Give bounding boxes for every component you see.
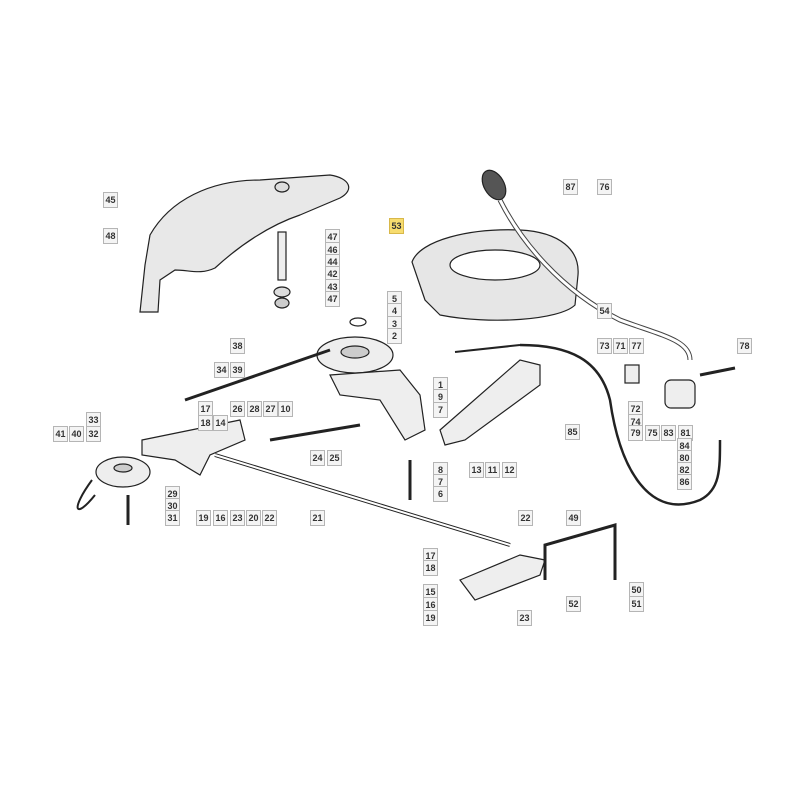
lower-bracket: [459, 554, 546, 601]
part-label-47: 47: [325, 229, 340, 245]
part-label-28: 28: [247, 401, 262, 417]
part-label-50: 50: [629, 582, 644, 598]
part-label-85: 85: [565, 424, 580, 440]
part-label-18: 18: [423, 560, 438, 576]
belt-guide: [76, 479, 96, 510]
part-label-26: 26: [230, 401, 245, 417]
part-label-27: 27: [263, 401, 278, 417]
part-label-13: 13: [469, 462, 484, 478]
part-label-86: 86: [677, 474, 692, 490]
belt-line: [184, 348, 331, 402]
part-label-41: 41: [53, 426, 68, 442]
bolt-stack: [273, 181, 291, 309]
tension-plate: [141, 419, 246, 476]
main-pulley-hub: [340, 345, 370, 359]
part-label-78: 78: [737, 338, 752, 354]
part-label-22: 22: [518, 510, 533, 526]
pulley-cover-top: [449, 249, 541, 281]
part-label-14: 14: [213, 415, 228, 431]
long-rod-highlight: [214, 454, 511, 546]
lever-knob: [481, 169, 507, 201]
part-label-40: 40: [69, 426, 84, 442]
part-label-19: 19: [423, 610, 438, 626]
part-label-12: 12: [502, 462, 517, 478]
part-label-83: 83: [661, 425, 676, 441]
part-label-24: 24: [310, 450, 325, 466]
belt-shield: [139, 174, 350, 313]
part-label-48: 48: [103, 228, 118, 244]
part-label-23: 23: [517, 610, 532, 626]
left-pulley-hub: [113, 463, 133, 473]
part-label-19: 19: [196, 510, 211, 526]
part-label-79: 79: [628, 425, 643, 441]
pulley-washer: [349, 317, 367, 327]
part-label-31: 31: [165, 510, 180, 526]
part-label-47: 47: [325, 291, 340, 307]
u-rod: [543, 523, 617, 580]
part-label-75: 75: [645, 425, 660, 441]
part-label-49: 49: [566, 510, 581, 526]
part-label-38: 38: [230, 338, 245, 354]
spring-rod: [454, 344, 521, 353]
clutch-bolt: [699, 366, 736, 377]
part-label-39: 39: [230, 362, 245, 378]
part-label-16: 16: [423, 597, 438, 613]
part-label-2: 2: [387, 328, 402, 344]
part-label-18: 18: [198, 415, 213, 431]
part-label-53: 53: [389, 218, 404, 234]
part-label-52: 52: [566, 596, 581, 612]
part-label-76: 76: [597, 179, 612, 195]
part-label-9: 9: [433, 389, 448, 405]
part-label-54: 54: [597, 303, 612, 319]
part-label-11: 11: [485, 462, 500, 478]
part-label-10: 10: [278, 401, 293, 417]
side-bracket: [439, 359, 541, 446]
part-label-73: 73: [597, 338, 612, 354]
part-label-51: 51: [629, 596, 644, 612]
part-label-23: 23: [230, 510, 245, 526]
part-label-32: 32: [86, 426, 101, 442]
clutch-plate: [624, 364, 640, 384]
part-label-87: 87: [563, 179, 578, 195]
part-label-16: 16: [213, 510, 228, 526]
part-label-25: 25: [327, 450, 342, 466]
part-label-22: 22: [262, 510, 277, 526]
part-label-71: 71: [613, 338, 628, 354]
part-label-7: 7: [433, 402, 448, 418]
clutch-bracket: [664, 379, 696, 409]
part-label-6: 6: [433, 486, 448, 502]
part-label-33: 33: [86, 412, 101, 428]
part-label-77: 77: [629, 338, 644, 354]
cable: [519, 343, 722, 506]
idler-arm: [329, 369, 426, 441]
part-label-21: 21: [310, 510, 325, 526]
part-label-45: 45: [103, 192, 118, 208]
part-label-34: 34: [214, 362, 229, 378]
part-label-20: 20: [246, 510, 261, 526]
tie-rod: [269, 423, 361, 442]
